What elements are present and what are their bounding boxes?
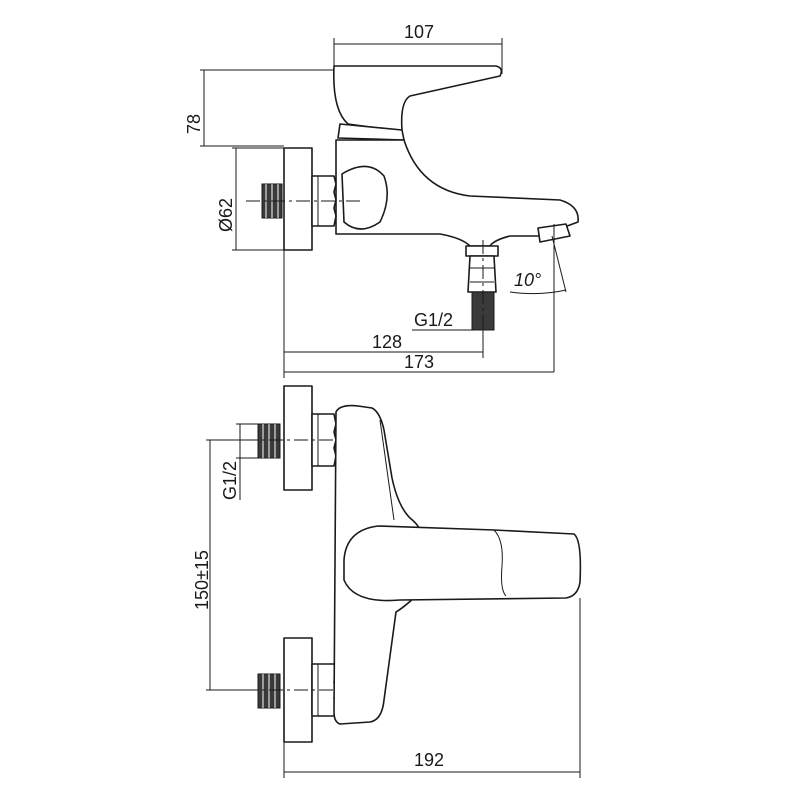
handle-lever [332,65,503,131]
dim-spout-width: 107 [404,22,434,42]
angle-arc [509,289,567,295]
outlet-nut [465,245,499,257]
outlet-body [467,255,497,293]
front-lever-inner [493,529,507,597]
dim-center-distance: 150±15 [192,550,212,610]
dim-angle: 10° [514,270,541,290]
dim-overall-depth: 173 [404,352,434,372]
dim-flange-diameter: Ø62 [216,198,236,232]
upper-flange [283,385,313,491]
angle-ref-slant [551,235,567,293]
diverter-knob [341,165,388,230]
side-view: 107 78 Ø62 G1/2 10° 128 173 [184,22,579,378]
dim-thread-outlet: G1/2 [414,310,453,330]
dim-thread-inlet: G1/2 [220,461,240,500]
front-lever [343,525,582,602]
dim-overall-width: 192 [414,750,444,770]
wall-flange [283,147,313,251]
front-body-edge [379,419,395,521]
dim-inlet-offset: 128 [372,332,402,352]
front-view: G1/2 150±15 192 [192,385,582,778]
dim-height: 78 [184,114,204,134]
